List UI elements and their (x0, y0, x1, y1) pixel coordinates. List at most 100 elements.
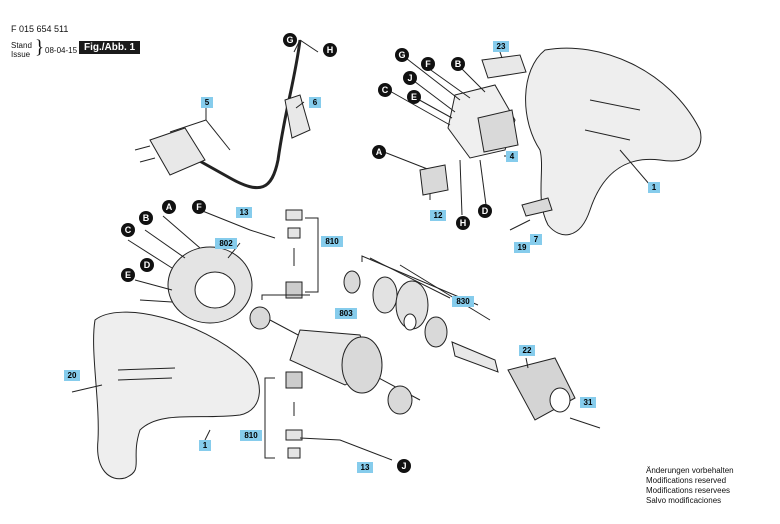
marker-c-stator: C (121, 223, 135, 237)
brush-plate-bottom (285, 429, 303, 441)
marker-b-switch: B (451, 57, 465, 71)
plug (149, 127, 206, 176)
part-label-1-handle: 1 (199, 440, 211, 451)
handle-vent-2 (117, 377, 173, 381)
part-label-13-bottom: 13 (357, 462, 373, 473)
switch-wire-2 (427, 67, 471, 99)
gear-830 (372, 276, 398, 314)
bearing-left (249, 306, 271, 330)
bearing-830-b (424, 316, 448, 348)
footnote-de: Änderungen vorbehalten (646, 466, 734, 475)
stator-wire-4 (134, 279, 173, 291)
marker-f-switch: F (421, 57, 435, 71)
brush-bottom (285, 371, 303, 389)
leader-23 (499, 51, 503, 59)
plug-pin-1 (134, 145, 151, 151)
issue-date: 08-04-15 (45, 46, 78, 55)
screw-19 (509, 219, 531, 231)
leader-5b (205, 119, 231, 151)
switch-wire-3 (457, 64, 486, 93)
part-label-1-housing: 1 (648, 182, 660, 193)
cord-wire-h (299, 39, 319, 53)
spindle (451, 341, 499, 373)
screw-31 (569, 417, 601, 429)
cord-sleeve (284, 94, 311, 139)
marker-g-switch: G (395, 48, 409, 62)
footnote-en: Modifications reserved (646, 476, 727, 485)
housing-rib-1 (589, 99, 641, 111)
marker-h-cord: H (323, 43, 337, 57)
part-label-803: 803 (335, 308, 357, 319)
bracket-803 (261, 294, 310, 300)
part-label-23: 23 (493, 41, 509, 52)
leader-22 (525, 357, 529, 369)
marker-a-stator: A (162, 200, 176, 214)
power-cord (179, 39, 302, 190)
marker-j-brush: J (397, 459, 411, 473)
part-label-13-top: 13 (236, 207, 252, 218)
document-number: F 015 654 511 (11, 24, 69, 34)
housing-half (525, 47, 702, 236)
part-label-6: 6 (309, 97, 321, 108)
marker-g-cord: G (283, 33, 297, 47)
marker-c-switch: C (378, 83, 392, 97)
leader-802 (227, 242, 241, 259)
leader-1-top (619, 149, 651, 186)
marker-d-stator: D (140, 258, 154, 272)
switch-wire-8 (459, 159, 463, 216)
stator-wire-5 (139, 299, 173, 303)
part-label-5: 5 (201, 97, 213, 108)
brace-glyph: } (35, 37, 45, 58)
switch-wire-9 (479, 159, 487, 206)
switch-wire-6 (413, 96, 453, 119)
ring-830 (403, 313, 417, 331)
armature-fan (341, 336, 383, 394)
stator-wire-1 (162, 215, 201, 249)
stator-wire-2 (144, 229, 186, 259)
chuck-nose (549, 387, 571, 413)
marker-a-switch: A (372, 145, 386, 159)
marker-b-stator: B (139, 211, 153, 225)
stand-issue-text: Stand Issue (11, 41, 32, 59)
handle-vent (117, 367, 176, 371)
marker-e-switch: E (407, 90, 421, 104)
plug-pin-2 (139, 157, 156, 163)
marker-e-stator: E (121, 268, 135, 282)
part-label-810-top: 810 (321, 236, 343, 247)
part-label-7: 7 (530, 234, 542, 245)
leader-1-bottom (204, 429, 211, 441)
marker-d-switch: D (478, 204, 492, 218)
capacitor (419, 164, 449, 196)
part-label-22: 22 (519, 345, 535, 356)
part-label-4: 4 (506, 151, 518, 162)
part-label-802: 802 (215, 238, 237, 249)
switch-wire-4 (409, 77, 456, 113)
stator-bore (194, 271, 236, 309)
modifications-note: Änderungen vorbehalten Modifications res… (646, 466, 734, 506)
screw-20 (71, 384, 103, 393)
part-label-12: 12 (430, 210, 446, 221)
bracket-810-bottom (264, 377, 275, 459)
brush-lead-13 (299, 437, 393, 461)
bracket-810-top (305, 217, 319, 293)
housing-rib-2 (584, 129, 631, 141)
leader-6 (295, 101, 305, 109)
part-label-19: 19 (514, 242, 530, 253)
switch-wire-5 (387, 89, 451, 126)
part-label-830: 830 (452, 296, 474, 307)
clip-7 (521, 197, 553, 217)
brush-top (285, 281, 303, 299)
brush-plate-bottom-2 (287, 447, 301, 459)
marker-h-switch: H (456, 216, 470, 230)
brush-plate-top (285, 209, 303, 221)
footnote-fr: Modifications reservees (646, 486, 731, 495)
stator-wire-3 (127, 239, 173, 269)
figure-label: Fig./Abb. 1 (79, 41, 141, 54)
part-label-810-bottom: 810 (240, 430, 262, 441)
switch-block (477, 109, 519, 153)
bearing-right (387, 385, 413, 415)
marker-f-stator: F (192, 200, 206, 214)
stator-lead-13 (199, 209, 276, 239)
bearing-830-a (343, 270, 361, 294)
